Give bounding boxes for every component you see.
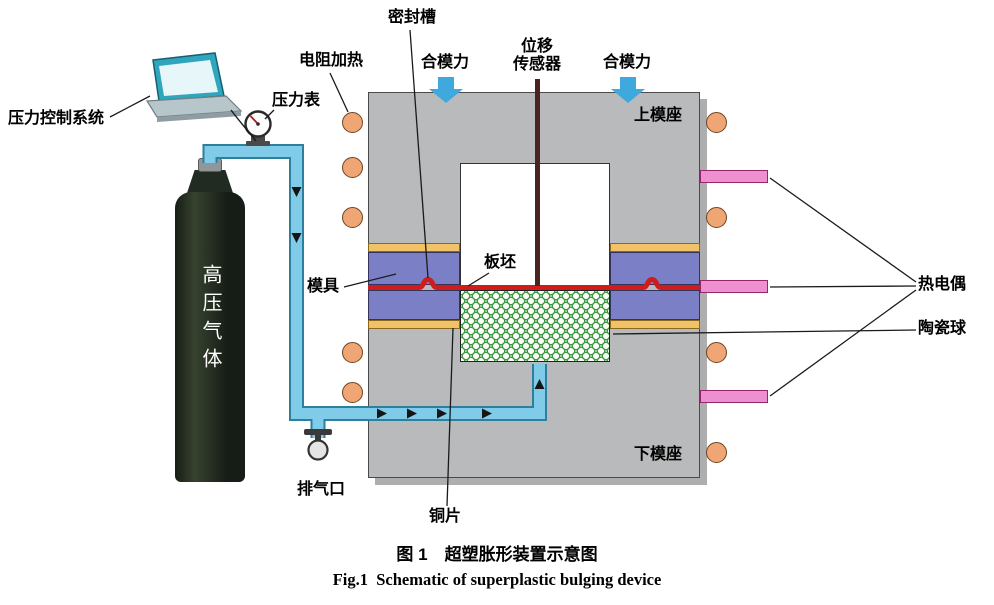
die-lower-left bbox=[368, 290, 460, 320]
heater-circle bbox=[705, 111, 727, 133]
sheet-blank-line bbox=[368, 276, 700, 290]
die-upper-left bbox=[368, 252, 460, 285]
heater-circle bbox=[705, 341, 727, 363]
label-thermocouple: 热电偶 bbox=[918, 276, 967, 293]
label-resistance-heating: 电阻加热 bbox=[299, 52, 364, 69]
ceramic-ball-bed bbox=[460, 290, 610, 362]
thermocouple-bar bbox=[700, 390, 768, 403]
heater-circle bbox=[341, 111, 363, 133]
label-copper-sheet: 铜片 bbox=[429, 508, 462, 525]
leader-lines bbox=[109, 29, 917, 507]
flow-arrows bbox=[291, 187, 545, 419]
label-seal-groove: 密封槽 bbox=[388, 9, 437, 26]
gas-pipe bbox=[202, 144, 547, 438]
exhaust-valve bbox=[304, 429, 332, 461]
caption-zh: 图 1 超塑胀形装置示意图 bbox=[396, 545, 598, 564]
heater-circle bbox=[341, 206, 363, 228]
gas-cylinder-body bbox=[175, 192, 245, 482]
label-die: 模具 bbox=[307, 278, 340, 295]
displacement-sensor-rod bbox=[535, 79, 540, 286]
pressure-gauge bbox=[244, 110, 272, 146]
label-displacement-sensor: 位移 传感器 bbox=[512, 38, 561, 74]
control-cable bbox=[230, 109, 257, 142]
label-sheet-blank: 板坯 bbox=[484, 254, 517, 271]
label-upper-die-holder: 上模座 bbox=[634, 107, 683, 124]
die-lower-right bbox=[610, 290, 700, 320]
thermocouple-bar bbox=[700, 170, 768, 183]
heater-circle bbox=[341, 156, 363, 178]
clamping-force-arrow-right bbox=[611, 77, 645, 103]
copper-strip-top-right bbox=[610, 243, 700, 252]
label-pressure-gauge: 压力表 bbox=[272, 92, 321, 109]
copper-strip-bottom-right bbox=[610, 320, 700, 329]
heater-circle bbox=[341, 381, 363, 403]
caption-en: Fig.1 Schematic of superplastic bulging … bbox=[332, 570, 662, 589]
label-high-pressure-gas: 高压气体 bbox=[199, 264, 221, 376]
label-lower-die-holder: 下模座 bbox=[634, 446, 683, 463]
label-ceramic-balls: 陶瓷球 bbox=[918, 320, 967, 337]
label-clamping-force-right: 合模力 bbox=[603, 54, 652, 71]
copper-strip-top-left bbox=[368, 243, 460, 252]
heater-circle bbox=[341, 341, 363, 363]
gas-cylinder-shoulder bbox=[186, 170, 234, 196]
label-exhaust-port: 排气口 bbox=[297, 481, 346, 498]
label-pressure-control-system: 压力控制系统 bbox=[8, 110, 105, 127]
label-clamping-force-left: 合模力 bbox=[421, 54, 470, 71]
laptop bbox=[145, 52, 243, 122]
heater-circle bbox=[705, 441, 727, 463]
thermocouple-bar bbox=[700, 280, 768, 293]
heater-circle bbox=[705, 206, 727, 228]
clamping-force-arrow-left bbox=[429, 77, 463, 103]
copper-strip-bottom-left bbox=[368, 320, 460, 329]
